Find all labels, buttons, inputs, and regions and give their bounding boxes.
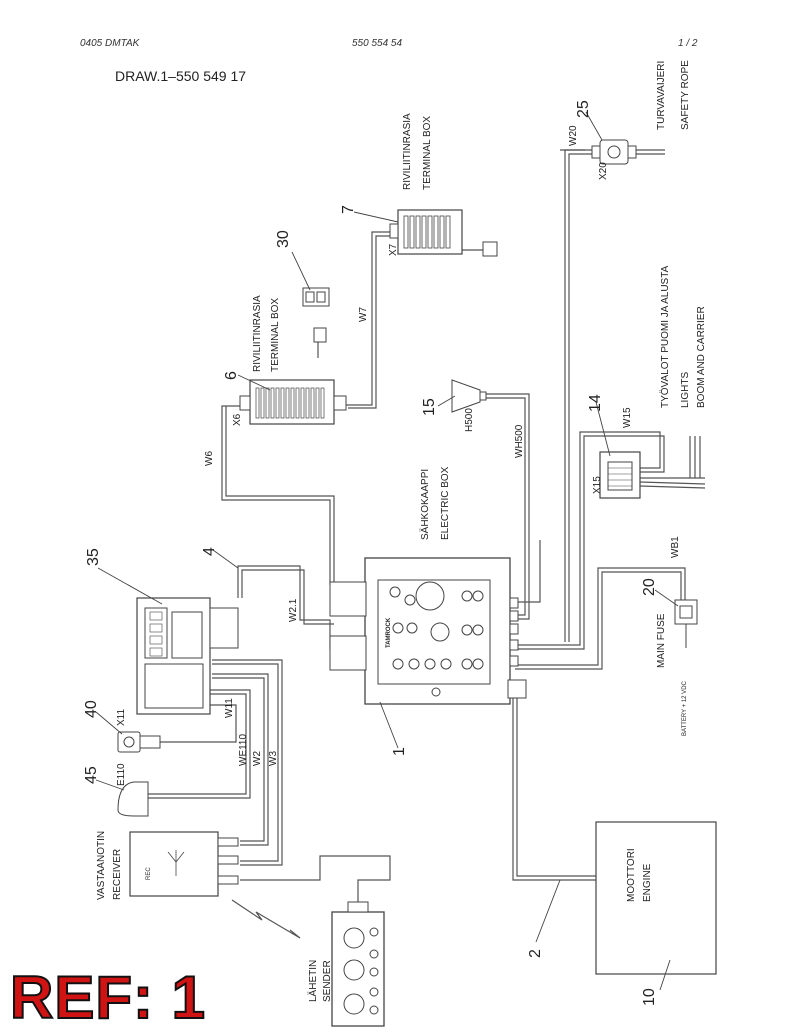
cable-w7 xyxy=(345,231,392,406)
wire-label-wh500: WH500 xyxy=(514,424,525,458)
callout-4: 4 xyxy=(201,547,218,556)
receiver xyxy=(129,831,239,897)
drawing-title: DRAW.1–550 549 17 xyxy=(115,68,247,84)
label-rec: REC xyxy=(146,867,152,880)
callout-14: 14 xyxy=(587,394,604,412)
safety-rope-switch-25 xyxy=(591,139,637,165)
label-terminal-box-6-en: TERMINAL BOX xyxy=(270,298,281,372)
main-fuse-20 xyxy=(674,599,698,648)
callout-15: 15 xyxy=(421,398,438,416)
cable-we110 xyxy=(148,689,251,799)
connector-40 xyxy=(117,731,161,753)
cable-engine xyxy=(512,690,596,881)
callout-35: 35 xyxy=(85,548,102,566)
label-main-fuse: MAIN FUSE xyxy=(656,613,667,668)
electric-box-1 xyxy=(329,557,527,705)
header-doc-code: 0405 DMTAK xyxy=(80,38,140,49)
wire-label-x11: X11 xyxy=(116,709,127,726)
terminal-box-7 xyxy=(389,209,498,257)
wire-label-w3: W3 xyxy=(268,751,279,766)
label-electric-box-en: ELECTRIC BOX xyxy=(440,466,451,540)
header-page-number: 1 / 2 xyxy=(678,38,698,49)
callout-1: 1 xyxy=(391,747,408,756)
label-receiver-fi: VASTAANOTIN xyxy=(96,831,107,900)
lamp-45 xyxy=(117,781,149,817)
callout-6: 6 xyxy=(223,371,240,380)
label-battery: BATTERY + 12 VDC xyxy=(682,680,688,736)
wire-label-wb1: WB1 xyxy=(670,536,681,558)
horn-15 xyxy=(451,379,487,413)
wire-label-w2: W2 xyxy=(252,751,263,766)
callout-45: 45 xyxy=(83,766,100,784)
label-boom-carrier: BOOM AND CARRIER xyxy=(696,306,707,408)
label-tamrock: TAMROCK xyxy=(386,617,392,648)
label-terminal-box-7-fi: RIVILIITINRASIA xyxy=(402,113,413,190)
label-safety-rope-fi: TURVAVAIJERI xyxy=(656,61,667,130)
cable-w3 xyxy=(212,659,283,866)
wire-label-w7: W7 xyxy=(358,307,369,322)
engine-10 xyxy=(595,821,717,975)
wire-label-w6: W6 xyxy=(204,451,215,466)
label-engine-en: ENGINE xyxy=(642,863,653,902)
wire-label-w20: W20 xyxy=(568,125,579,146)
cable-w2 xyxy=(212,673,269,846)
label-electric-box-fi: SÄHKOKAAPPI xyxy=(419,469,431,540)
label-engine-fi: MOOTTORI xyxy=(626,848,637,902)
label-terminal-box-6-fi: RIVILIITINRASIA xyxy=(252,295,263,372)
callout-20: 20 xyxy=(641,578,658,596)
label-safety-rope-en: SAFETY ROPE xyxy=(680,60,691,130)
wire-label-w2-1: W2.1 xyxy=(288,598,299,622)
header-part-number: 550 554 54 xyxy=(352,38,403,49)
cable-wh500 xyxy=(480,397,526,616)
label-receiver-en: RECEIVER xyxy=(112,849,123,900)
callout-2: 2 xyxy=(527,949,544,958)
label-lights-en: LIGHTS xyxy=(680,372,691,408)
label-sender-en: SENDER xyxy=(322,960,333,1002)
callout-30: 30 xyxy=(275,230,292,248)
component-30 xyxy=(302,287,330,307)
wire-label-we110: WE110 xyxy=(238,734,249,766)
callout-25: 25 xyxy=(575,100,592,118)
label-sender-fi: LÄHETIN xyxy=(307,960,319,1002)
cable-w6 xyxy=(221,405,331,585)
label-lights-fi: TYÖVALOT PUOMI JA ALUSTA xyxy=(659,265,671,408)
callout-40: 40 xyxy=(83,700,100,718)
wire-label-x15: X15 xyxy=(592,476,603,494)
wire-label-h500: H500 xyxy=(464,408,475,432)
wire-label-w15: W15 xyxy=(622,407,633,428)
ref-label: REF: 1 xyxy=(9,964,207,1031)
wire-label-e110: E110 xyxy=(116,763,127,786)
wire-label-w11: W11 xyxy=(224,698,235,718)
cable-wb1 xyxy=(515,567,686,666)
wire-label-x20: X20 xyxy=(598,162,609,180)
callout-7: 7 xyxy=(340,205,357,214)
cable-w2-1 xyxy=(237,565,331,650)
control-unit-35 xyxy=(136,597,239,715)
wire-label-x6: X6 xyxy=(232,413,243,426)
cable-w15 xyxy=(515,431,661,646)
sender xyxy=(331,901,385,1027)
wire-label-x7: X7 xyxy=(388,243,399,256)
junction-box-14 xyxy=(599,451,641,499)
terminal-box-6 xyxy=(239,327,347,425)
cable-w11 xyxy=(160,704,237,743)
callout-10: 10 xyxy=(641,988,658,1006)
label-terminal-box-7-en: TERMINAL BOX xyxy=(422,116,433,190)
